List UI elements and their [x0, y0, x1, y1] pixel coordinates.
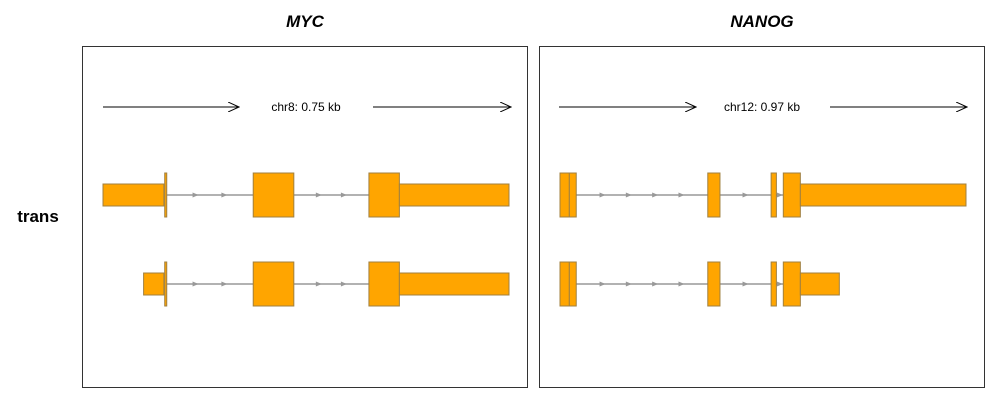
- exon-block: [164, 261, 168, 307]
- exon-block: [707, 261, 721, 307]
- strand-arrow-icon: [678, 192, 685, 198]
- transcript-tracks: [102, 172, 510, 307]
- exon-block: [143, 272, 165, 296]
- exon-block: [568, 261, 577, 307]
- strand-arrow-icon: [192, 192, 199, 198]
- strand-arrow-icon: [678, 281, 685, 287]
- strand-arrow-icon: [652, 281, 659, 287]
- exon-block: [398, 272, 510, 296]
- exon-block: [559, 261, 570, 307]
- strand-arrow-icon: [776, 281, 783, 287]
- exon-block: [368, 172, 400, 218]
- strand-arrow-icon: [742, 281, 749, 287]
- strand-arrow-icon: [625, 281, 632, 287]
- exon-block: [799, 272, 840, 296]
- transcript-plot-myc: chr8: 0.75 kb: [102, 100, 528, 307]
- gene-panel-nanog: chr12: 0.97 kb: [539, 46, 985, 388]
- scale-label: chr8: 0.75 kb: [271, 100, 341, 114]
- gene-title-myc: MYC: [286, 12, 324, 31]
- exon-block: [799, 183, 967, 207]
- transcript-plot-nanog: chr12: 0.97 kb: [559, 100, 985, 307]
- strand-arrow-icon: [340, 281, 347, 287]
- exon-block: [368, 261, 400, 307]
- exon-block: [707, 172, 721, 218]
- strand-arrow-icon: [315, 192, 322, 198]
- exon-block: [252, 261, 295, 307]
- strand-arrow-icon: [776, 192, 783, 198]
- strand-arrow-icon: [599, 192, 606, 198]
- exon-block: [398, 183, 510, 207]
- transcript-2: [559, 261, 840, 307]
- strand-arrow-icon: [192, 281, 199, 287]
- exon-block: [252, 172, 295, 218]
- exon-block: [770, 172, 777, 218]
- strand-arrow-icon: [625, 192, 632, 198]
- strand-arrow-icon: [599, 281, 606, 287]
- exon-block: [102, 183, 165, 207]
- row-label-trans: trans: [17, 207, 59, 226]
- scale-label: chr12: 0.97 kb: [724, 100, 800, 114]
- strand-arrow-icon: [652, 192, 659, 198]
- strand-arrow-icon: [221, 281, 228, 287]
- gene-title-nanog: NANOG: [730, 12, 794, 31]
- strand-arrow-icon: [742, 192, 749, 198]
- transcript-tracks: [559, 172, 967, 307]
- exon-block: [782, 261, 801, 307]
- transcript-1: [559, 172, 967, 218]
- strand-arrow-icon: [340, 192, 347, 198]
- exon-block: [782, 172, 801, 218]
- strand-arrow-icon: [315, 281, 322, 287]
- transcript-2: [143, 261, 510, 307]
- exon-block: [770, 261, 777, 307]
- exon-block: [568, 172, 577, 218]
- transcript-1: [102, 172, 510, 218]
- exon-block: [164, 172, 168, 218]
- gene-panel-myc: chr8: 0.75 kb: [82, 46, 528, 388]
- strand-arrow-icon: [221, 192, 228, 198]
- exon-block: [559, 172, 570, 218]
